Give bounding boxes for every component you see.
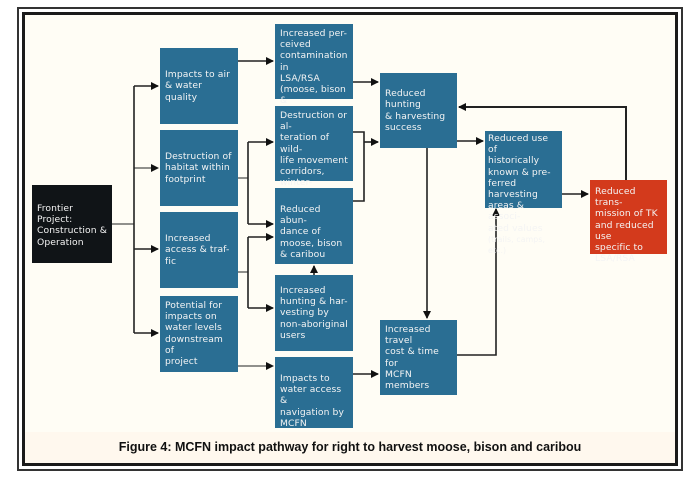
node-water-levels: Potential for impacts on water levels do… bbox=[160, 296, 238, 372]
node-travel-cost: Increased travel cost & time for MCFN me… bbox=[380, 320, 457, 395]
node-perceived-contamination: Increased per- ceived contamination in L… bbox=[275, 24, 353, 117]
node-movement-corridors: Destruction or al- teration of wild- lif… bbox=[275, 106, 353, 222]
edge-tk-hunting-feedback bbox=[458, 103, 627, 180]
node-frontier-project: Frontier Project: Construction & Operati… bbox=[32, 185, 112, 263]
node-reduced-abundance-text: Reduced abun- dance of moose, bison & ca… bbox=[280, 204, 343, 260]
node-reduced-abundance: Reduced abun- dance of moose, bison & ca… bbox=[275, 188, 353, 264]
edge-corridors-merge bbox=[353, 131, 365, 202]
figure-caption: Figure 4: MCFN impact pathway for right … bbox=[118, 440, 582, 454]
node-air-water-quality: Impacts to air & water quality bbox=[160, 48, 238, 124]
caption-band bbox=[25, 432, 675, 463]
node-water-levels-text: Potential for impacts on water levels do… bbox=[165, 300, 223, 368]
node-non-aboriginal-hunting-text: Increased hunting & har- vesting by non-… bbox=[280, 284, 348, 341]
node-reduced-use-note: (trails, camps, etc.) bbox=[488, 234, 546, 256]
node-reduced-use-text: Reduced use of historically known & pre-… bbox=[488, 133, 551, 234]
node-frontier-project-text: Frontier Project: Construction & Operati… bbox=[37, 203, 107, 248]
node-non-aboriginal-hunting: Increased hunting & har- vesting by non-… bbox=[275, 275, 353, 351]
node-air-water-quality-text: Impacts to air & water quality bbox=[165, 69, 230, 103]
node-tk-transmission: Reduced trans- mission of TK and reduced… bbox=[590, 180, 667, 264]
node-reduced-hunting-success-text: Reduced hunting & harvesting success bbox=[385, 88, 446, 133]
node-reduced-hunting-success: Reduced hunting & harvesting success bbox=[380, 73, 457, 148]
edge-travel-reduced-use bbox=[457, 208, 500, 356]
node-access-traffic-text: Increased access & traf- fic bbox=[165, 233, 230, 267]
node-water-access: Impacts to water access & navigation by … bbox=[275, 357, 353, 429]
node-water-access-text: Impacts to water access & navigation by … bbox=[280, 373, 344, 429]
node-habitat-destruction-text: Destruction of habitat within footprint bbox=[165, 151, 232, 185]
node-reduced-use: Reduced use of historically known & pre-… bbox=[485, 131, 562, 255]
node-tk-transmission-text: Reduced trans- mission of TK and reduced… bbox=[595, 186, 658, 265]
node-travel-cost-text: Increased travel cost & time for MCFN me… bbox=[385, 323, 439, 391]
node-access-traffic: Increased access & traf- fic bbox=[160, 212, 238, 288]
node-habitat-destruction: Destruction of habitat within footprint bbox=[160, 130, 238, 206]
node-perceived-contamination-text: Increased per- ceived contamination in L… bbox=[280, 28, 348, 117]
